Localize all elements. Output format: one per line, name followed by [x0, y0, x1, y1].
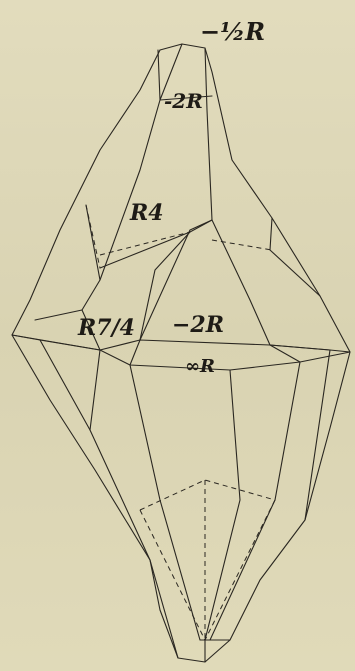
lower-face-edges	[39, 339, 331, 663]
label-r4: R4	[129, 200, 164, 226]
hidden-edges	[85, 204, 276, 641]
label-minus-2r-upper: -2R	[164, 89, 203, 113]
label-minus-2r: −2R	[172, 312, 224, 338]
label-prism-r: ∞R	[185, 356, 215, 377]
label-minus-half-r: −½R	[200, 17, 265, 46]
label-r7-4: R7/4	[77, 315, 135, 341]
crystal-outline	[11, 43, 351, 663]
